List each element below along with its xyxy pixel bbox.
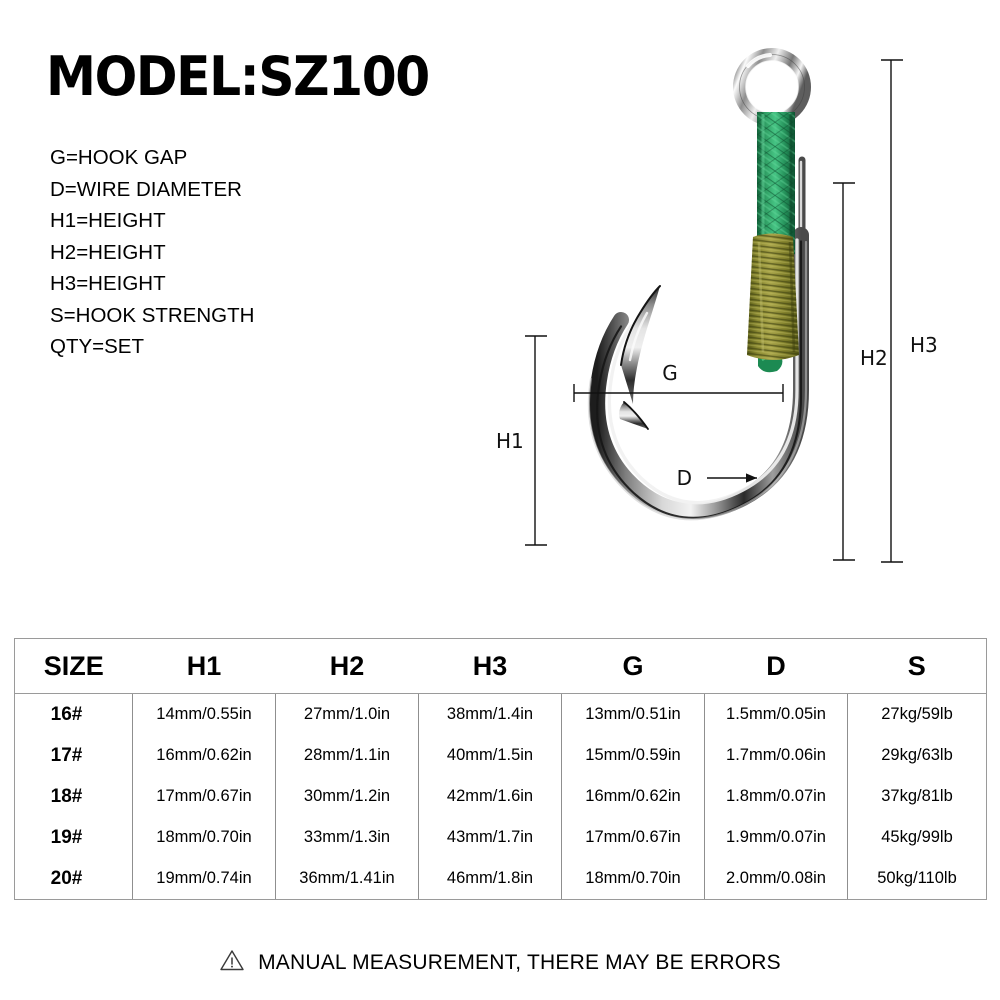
cell-h1: 19mm/0.74in (132, 858, 276, 900)
cell-s: 27kg/59lb (847, 693, 987, 735)
dimension-label-h1: H1 (496, 429, 524, 453)
cell-s: 37kg/81lb (847, 776, 987, 817)
cell-h2: 33mm/1.3in (275, 817, 419, 858)
cell-s: 29kg/63lb (847, 735, 987, 776)
dimension-label-h2: H2 (860, 346, 888, 370)
table-row: 20# 19mm/0.74in 36mm/1.41in 46mm/1.8in 1… (14, 858, 987, 900)
table-header-row: SIZE H1 H2 H3 G D S (14, 638, 987, 694)
cell-d: 1.5mm/0.05in (704, 693, 848, 735)
legend-item-h1: H1=HEIGHT (50, 209, 166, 232)
legend-item-qty: QTY=SET (50, 335, 144, 358)
cell-h1: 18mm/0.70in (132, 817, 276, 858)
cell-size: 16# (14, 693, 133, 735)
cell-d: 2.0mm/0.08in (704, 858, 848, 900)
table-row: 18# 17mm/0.67in 30mm/1.2in 42mm/1.6in 16… (14, 776, 987, 817)
cell-d: 1.8mm/0.07in (704, 776, 848, 817)
legend-item-d: D=WIRE DIAMETER (50, 177, 242, 201)
cell-h3: 38mm/1.4in (418, 693, 562, 735)
cell-g: 13mm/0.51in (561, 693, 705, 735)
cell-size: 20# (14, 858, 133, 900)
legend-item-h3: H3=HEIGHT (50, 272, 166, 295)
cell-d: 1.9mm/0.07in (704, 817, 848, 858)
legend-item-s: S=HOOK STRENGTH (50, 303, 255, 327)
cell-h1: 16mm/0.62in (132, 735, 276, 776)
column-header-h1: H1 (132, 638, 276, 694)
cell-g: 15mm/0.59in (561, 735, 705, 776)
column-header-h2: H2 (275, 638, 419, 694)
dimension-h1 (525, 335, 547, 546)
dimension-g (573, 384, 784, 402)
cell-d: 1.7mm/0.06in (704, 735, 848, 776)
dimension-label-h3: H3 (910, 333, 938, 357)
cell-h2: 30mm/1.2in (275, 776, 419, 817)
cell-size: 19# (14, 817, 133, 858)
specification-table: SIZE H1 H2 H3 G D S 16# 14mm/0.55in 27mm… (14, 638, 987, 900)
cell-g: 17mm/0.67in (561, 817, 705, 858)
cell-h3: 42mm/1.6in (418, 776, 562, 817)
table-row: 19# 18mm/0.70in 33mm/1.3in 43mm/1.7in 17… (14, 817, 987, 858)
thread-wrap (747, 233, 799, 360)
column-header-s: S (847, 638, 987, 694)
table-row: 16# 14mm/0.55in 27mm/1.0in 38mm/1.4in 13… (14, 693, 987, 735)
dimension-label-d: D (677, 466, 692, 490)
cell-h2: 27mm/1.0in (275, 693, 419, 735)
cell-h3: 43mm/1.7in (418, 817, 562, 858)
cell-h1: 14mm/0.55in (132, 693, 276, 735)
cell-h1: 17mm/0.67in (132, 776, 276, 817)
hook-wire (587, 156, 809, 521)
legend-item-g: G=HOOK GAP (50, 146, 188, 169)
cell-h2: 36mm/1.41in (275, 858, 419, 900)
column-header-h3: H3 (418, 638, 562, 694)
dimension-label-g: G (662, 361, 678, 385)
footer-note: MANUAL MEASUREMENT, THERE MAY BE ERRORS (0, 948, 1000, 977)
column-header-g: G (561, 638, 705, 694)
column-header-d: D (704, 638, 848, 694)
cell-s: 45kg/99lb (847, 817, 987, 858)
footer-note-text: MANUAL MEASUREMENT, THERE MAY BE ERRORS (258, 950, 781, 974)
cell-g: 18mm/0.70in (561, 858, 705, 900)
cell-h2: 28mm/1.1in (275, 735, 419, 776)
cell-size: 18# (14, 776, 133, 817)
cell-g: 16mm/0.62in (561, 776, 705, 817)
legend-item-h2: H2=HEIGHT (50, 240, 166, 264)
dimension-h2 (833, 182, 855, 561)
warning-triangle-icon (219, 948, 245, 977)
split-ring-icon (733, 48, 811, 126)
column-header-size: SIZE (14, 638, 133, 694)
cell-h3: 40mm/1.5in (418, 735, 562, 776)
cell-h3: 46mm/1.8in (418, 858, 562, 900)
dimension-h3 (881, 59, 903, 563)
cell-size: 17# (14, 735, 133, 776)
hook-diagram: H1 G D H2 H3 (470, 30, 990, 610)
legend-definitions: G=HOOK GAP D=WIRE DIAMETER H1=HEIGHT H2=… (50, 142, 430, 363)
cell-s: 50kg/110lb (847, 858, 987, 900)
dimension-d (707, 473, 757, 483)
table-row: 17# 16mm/0.62in 28mm/1.1in 40mm/1.5in 15… (14, 735, 987, 776)
page-title: MODEL:SZ100 (46, 45, 430, 108)
